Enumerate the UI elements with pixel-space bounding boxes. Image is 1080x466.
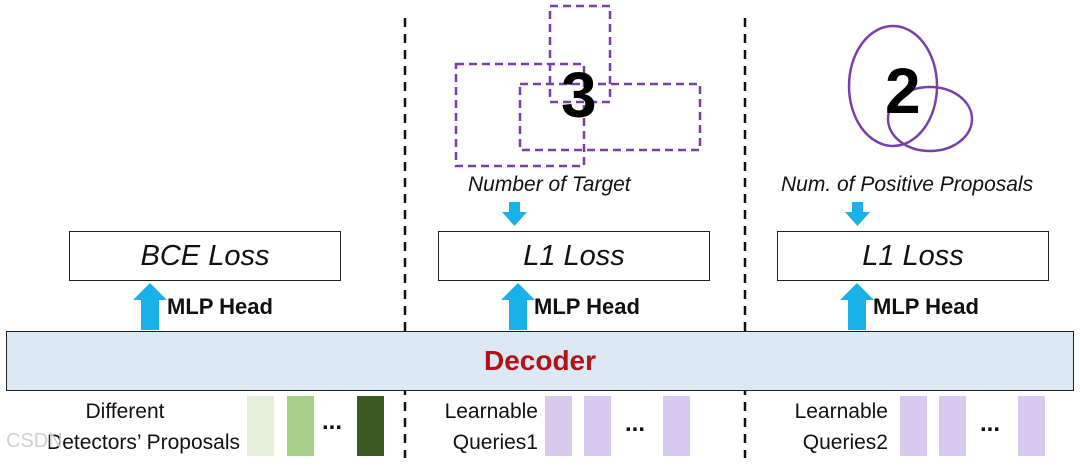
ellipsis: ... (625, 410, 646, 437)
caption-num-positive-proposals: Num. of Positive Proposals (781, 173, 1034, 196)
decoder-bar: Decoder (6, 331, 1074, 391)
proposals-input-label-line2: Detectors’ Proposals (47, 431, 240, 454)
proposals-input-label-line1: Different (85, 400, 165, 423)
down-arrow-icon (502, 202, 527, 226)
l1-loss-box-target: L1 Loss (438, 231, 710, 281)
up-arrow-icon (133, 283, 167, 330)
queries1-label-line2: Queries1 (452, 431, 538, 454)
mlp-head-label: MLP Head (873, 294, 979, 319)
target-count-number: 3 (561, 59, 597, 131)
ellipsis: ... (322, 408, 343, 435)
queries1-label-line1: Learnable (444, 400, 538, 423)
bounding-box-right (518, 82, 702, 152)
dashed-bounding-boxes (454, 4, 702, 168)
queries1-input-label: Learnable Queries1 (412, 396, 538, 458)
proposal-ellipse-right (886, 85, 974, 153)
down-arrows (502, 202, 870, 226)
down-arrow-icon (845, 202, 870, 226)
up-arrow-icon (840, 283, 874, 330)
bounding-box-tall (548, 4, 612, 104)
positive-proposal-count-number: 2 (885, 55, 921, 127)
proposal-token (357, 396, 384, 456)
query-token (1018, 396, 1045, 456)
proposal-ellipses (847, 24, 974, 153)
bce-loss-box: BCE Loss (69, 231, 341, 281)
up-arrow-icon (501, 283, 535, 330)
mlp-head-label: MLP Head (167, 294, 273, 319)
decoder-label: Decoder (483, 345, 597, 376)
query-token (545, 396, 572, 456)
query-token (939, 396, 966, 456)
l1-loss-box-proposals: L1 Loss (777, 231, 1049, 281)
watermark: CSDN (6, 430, 63, 452)
mlp-head-label: MLP Head (534, 294, 640, 319)
query-token (900, 396, 927, 456)
proposal-token (247, 396, 274, 456)
queries2-input-label: Learnable Queries2 (758, 396, 888, 458)
caption-number-of-target: Number of Target (468, 173, 631, 196)
proposal-token (287, 396, 314, 456)
query-token (584, 396, 611, 456)
proposal-ellipse-left (847, 24, 939, 148)
queries2-label-line1: Learnable (794, 400, 888, 423)
ellipsis: ... (980, 410, 1001, 437)
query-token (663, 396, 690, 456)
up-arrows (133, 283, 874, 330)
proposals-input-label: Different Detectors’ Proposals (8, 396, 240, 458)
queries2-label-line2: Queries2 (802, 431, 888, 454)
bounding-box-left (454, 62, 586, 168)
